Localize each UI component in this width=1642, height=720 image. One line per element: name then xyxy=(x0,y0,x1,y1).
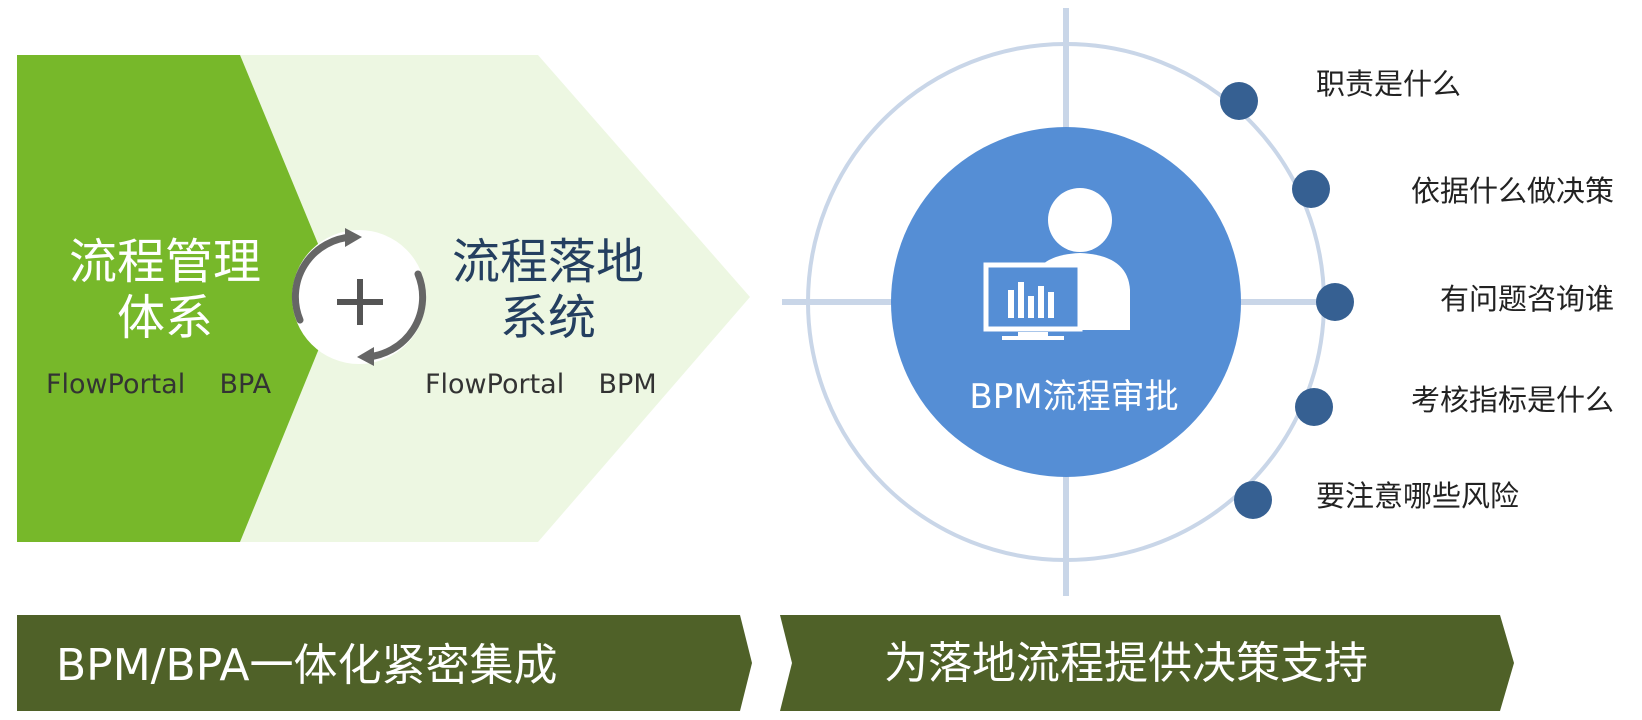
ring-dot xyxy=(1292,170,1330,208)
item-label-2: 依据什么做决策 xyxy=(1411,174,1614,208)
light-green-chevron xyxy=(230,55,750,542)
block1-subtitle: FlowPortal BPA xyxy=(46,369,272,400)
center-label: BPM流程审批 xyxy=(969,377,1178,417)
item-label-5: 要注意哪些风险 xyxy=(1316,479,1519,513)
left-banner-text: BPM/BPA一体化紧密集成 xyxy=(56,640,558,691)
cycle-plus-connector xyxy=(291,228,427,366)
item-label-1: 职责是什么 xyxy=(1316,67,1461,101)
block1-title-line2: 体系 xyxy=(117,290,213,346)
user-with-monitor-icon xyxy=(983,188,1130,340)
ring-dot xyxy=(1234,481,1272,519)
block2-title-line2: 系统 xyxy=(500,290,596,346)
ring-dot xyxy=(1316,283,1354,321)
plus-icon xyxy=(337,279,383,325)
ring-dot xyxy=(1220,82,1258,120)
block1-title-line1: 流程管理 xyxy=(69,234,261,290)
item-label-3: 有问题咨询谁 xyxy=(1440,282,1614,316)
block2-subtitle: FlowPortal BPM xyxy=(425,369,657,400)
dark-green-block xyxy=(17,55,340,542)
left-banner xyxy=(17,615,752,711)
right-banner xyxy=(780,615,1514,711)
ring-dot xyxy=(1295,388,1333,426)
item-label-4: 考核指标是什么 xyxy=(1411,383,1614,417)
refresh-cycle-icon xyxy=(291,233,427,361)
right-banner-text: 为落地流程提供决策支持 xyxy=(884,638,1368,689)
block2-title-line1: 流程落地 xyxy=(452,234,644,290)
ring-dots xyxy=(1220,82,1354,519)
